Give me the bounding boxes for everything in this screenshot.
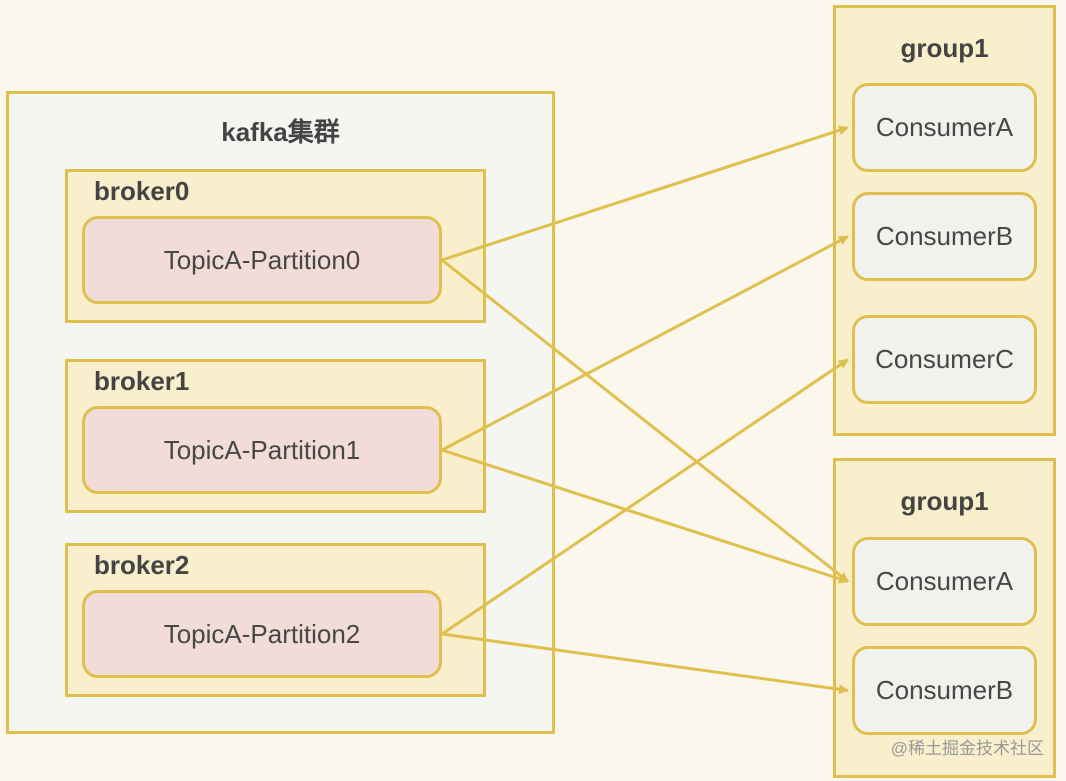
partition-label: TopicA-Partition0 (163, 244, 361, 275)
consumer-node: ConsumerB (852, 646, 1037, 735)
group-title: group1 (900, 33, 989, 63)
consumer-node: ConsumerC (852, 315, 1037, 404)
broker-title: broker2 (94, 550, 190, 580)
cluster-title: kafka集群 (221, 117, 340, 147)
partition-node: TopicA-Partition1 (82, 406, 442, 494)
consumer-label: ConsumerA (875, 112, 1014, 142)
consumer-label: ConsumerA (875, 566, 1014, 596)
partition-label: TopicA-Partition1 (163, 434, 361, 465)
broker-title: broker1 (94, 366, 190, 396)
partition-node: TopicA-Partition0 (82, 216, 442, 304)
consumer-node: ConsumerB (852, 192, 1037, 281)
consumer-node: ConsumerA (852, 83, 1037, 172)
consumer-label: ConsumerB (875, 221, 1014, 251)
group-title: group1 (900, 486, 989, 516)
broker-title: broker0 (94, 176, 190, 206)
partition-label: TopicA-Partition2 (163, 618, 361, 649)
watermark-text: @稀土掘金技术社区 (890, 739, 1044, 758)
partition-node: TopicA-Partition2 (82, 590, 442, 678)
consumer-label: ConsumerC (875, 344, 1014, 374)
consumer-label: ConsumerB (875, 675, 1014, 705)
consumer-node: ConsumerA (852, 537, 1037, 626)
